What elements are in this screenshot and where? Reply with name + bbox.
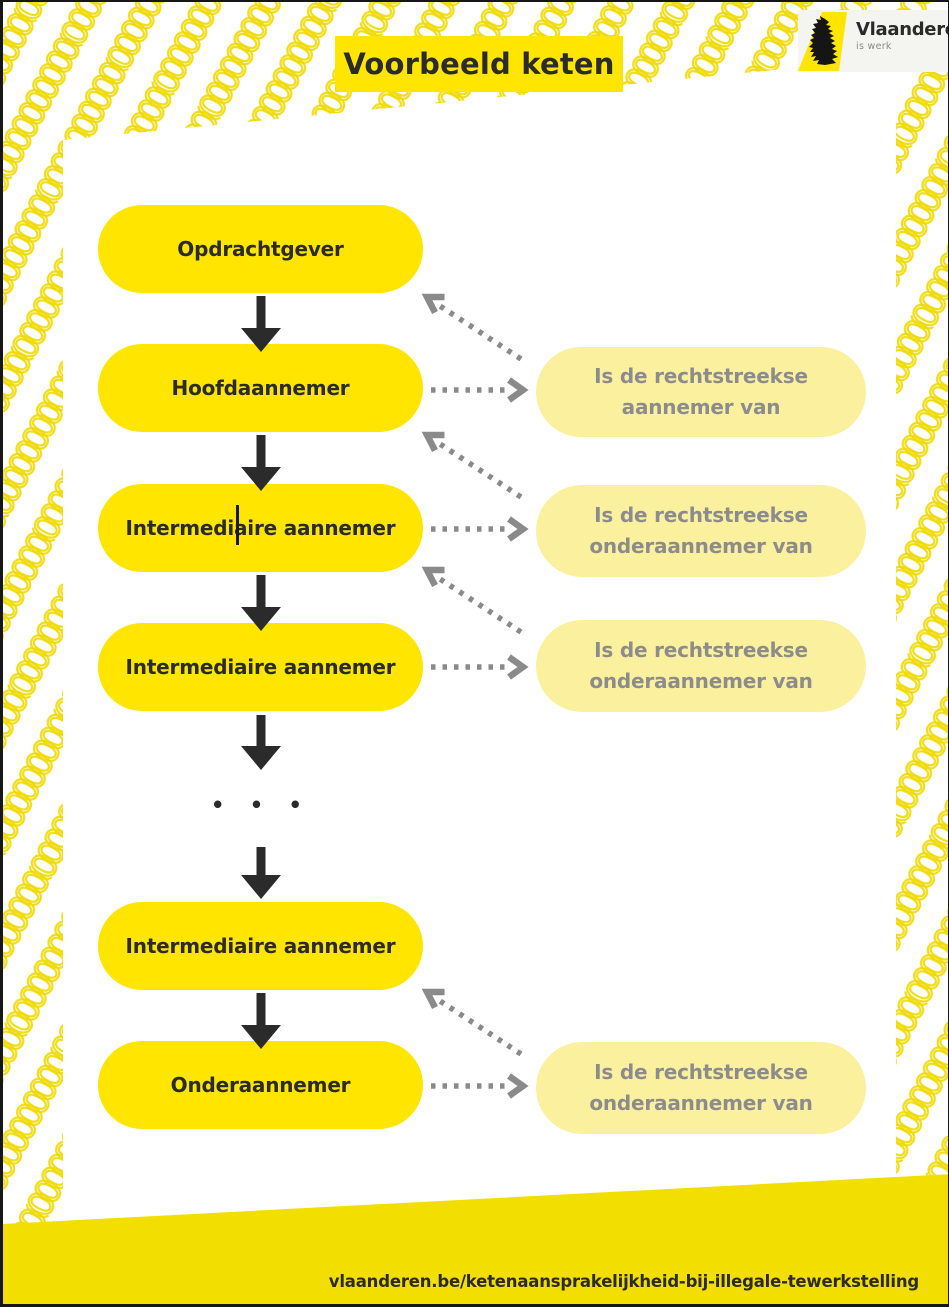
relation-line: onderaannemer van xyxy=(589,534,813,558)
node-intermediaire-aannemer-1[interactable]: Intermediaire aannemer xyxy=(98,484,423,572)
relation-onderaannemer-van-1[interactable]: Is de rechtstreekse onderaannemer van xyxy=(536,485,866,577)
lion-silhouette xyxy=(809,16,838,65)
logo-tagline-text: is werk xyxy=(856,41,892,52)
relation-line: Is de rechtstreekse xyxy=(594,1060,808,1084)
relation-line: onderaannemer van xyxy=(589,1091,813,1115)
node-opdrachtgever[interactable]: Opdrachtgever xyxy=(98,205,423,293)
node-hoofdaannemer[interactable]: Hoofdaannemer xyxy=(98,344,423,432)
node-label: Opdrachtgever xyxy=(177,237,344,261)
node-intermediaire-aannemer-3[interactable]: Intermediaire aannemer xyxy=(98,902,423,990)
relation-onderaannemer-van-3[interactable]: Is de rechtstreekse onderaannemer van xyxy=(536,1042,866,1134)
node-intermediaire-aannemer-2[interactable]: Intermediaire aannemer xyxy=(98,623,423,711)
node-label: Onderaannemer xyxy=(170,1073,351,1097)
vlaanderen-logo: Vlaanderen is werk xyxy=(798,10,948,72)
footer-url: vlaanderen.be/ketenaansprakelijkheid-bij… xyxy=(328,1272,919,1291)
relation-line: aannemer van xyxy=(621,395,781,419)
relation-onderaannemer-van-2[interactable]: Is de rechtstreekse onderaannemer van xyxy=(536,620,866,712)
footer-band xyxy=(3,1174,948,1304)
relation-line: Is de rechtstreekse xyxy=(594,364,808,388)
relation-aannemer-van[interactable]: Is de rechtstreekse aannemer van xyxy=(536,347,866,437)
node-label: Intermediaire aannemer xyxy=(125,516,396,540)
logo-brand-text: Vlaanderen xyxy=(856,19,948,40)
node-label: Intermediaire aannemer xyxy=(125,934,396,958)
chain-ellipsis: • • • xyxy=(211,793,311,817)
relation-line: onderaannemer van xyxy=(589,669,813,693)
text-cursor xyxy=(236,505,239,545)
relation-line: Is de rechtstreekse xyxy=(594,503,808,527)
node-onderaannemer[interactable]: Onderaannemer xyxy=(98,1041,423,1129)
relation-line: Is de rechtstreekse xyxy=(594,638,808,662)
node-label: Intermediaire aannemer xyxy=(125,655,396,679)
page-title: Voorbeeld keten xyxy=(335,36,623,92)
flanders-lion-icon xyxy=(798,12,847,71)
node-label: Hoofdaannemer xyxy=(171,376,350,400)
